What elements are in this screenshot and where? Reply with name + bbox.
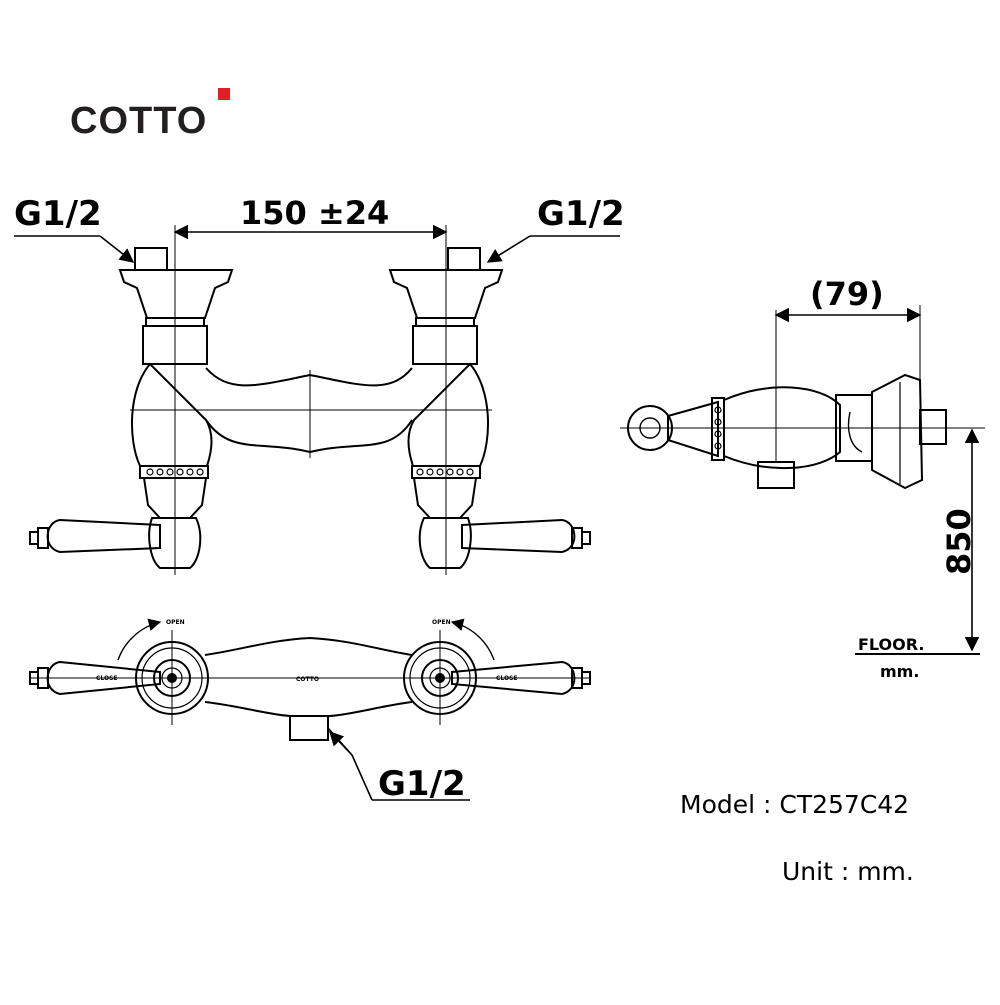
cotto-logo: COTTO bbox=[70, 88, 230, 142]
left-close-label: CLOSE bbox=[96, 675, 118, 682]
side-inlet-nut bbox=[919, 409, 947, 445]
side-view bbox=[620, 305, 985, 655]
left-lever-handle bbox=[46, 518, 161, 554]
top-view bbox=[29, 618, 591, 801]
logo-red-square bbox=[218, 88, 230, 100]
right-inlet-label: G1/2 bbox=[537, 194, 625, 234]
body-top-curve bbox=[205, 367, 413, 387]
height-label: 850 bbox=[940, 508, 978, 575]
unit-small-label: mm. bbox=[880, 662, 919, 681]
left-inlet-label: G1/2 bbox=[14, 194, 102, 234]
left-open-label: OPEN bbox=[166, 619, 185, 626]
outlet-nut bbox=[289, 715, 329, 741]
right-lever-handle bbox=[461, 518, 576, 554]
body-brand-mark: COTTO bbox=[296, 676, 319, 683]
left-inlet-nut bbox=[134, 247, 168, 271]
body-bottom-curve bbox=[205, 419, 413, 454]
right-valve-front bbox=[388, 247, 591, 569]
left-valve-front bbox=[29, 247, 234, 569]
depth-label: (79) bbox=[810, 275, 884, 313]
unit-text: Unit : mm. bbox=[782, 857, 914, 886]
right-open-label: OPEN bbox=[432, 619, 451, 626]
right-open-direction-arrow bbox=[450, 618, 495, 661]
outlet-label: G1/2 bbox=[378, 764, 466, 804]
right-lever-top bbox=[451, 660, 576, 696]
left-inlet-arrow bbox=[99, 235, 135, 263]
side-body bbox=[723, 386, 841, 470]
left-handle-base bbox=[148, 517, 202, 569]
side-escutcheon bbox=[871, 373, 924, 490]
floor-label: FLOOR. bbox=[858, 635, 924, 654]
right-inlet-nut bbox=[447, 247, 481, 271]
top-body-upper bbox=[204, 636, 413, 656]
logo-text: COTTO bbox=[70, 100, 207, 142]
right-close-label: CLOSE bbox=[496, 675, 518, 682]
left-open-direction-arrow bbox=[117, 618, 162, 661]
side-handle-cap bbox=[627, 405, 673, 451]
front-view bbox=[14, 224, 620, 575]
outlet-arrow bbox=[329, 730, 353, 756]
right-rosette-top bbox=[403, 618, 591, 715]
left-rosette-top bbox=[29, 618, 209, 715]
model-text: Model : CT257C42 bbox=[680, 790, 909, 819]
right-inlet-arrow bbox=[486, 235, 531, 263]
top-body-lower bbox=[204, 701, 413, 717]
side-outlet-nut bbox=[757, 461, 795, 489]
right-handle-base bbox=[418, 517, 472, 569]
left-escutcheon bbox=[118, 269, 234, 319]
center-distance-label: 150 ±24 bbox=[240, 194, 389, 232]
